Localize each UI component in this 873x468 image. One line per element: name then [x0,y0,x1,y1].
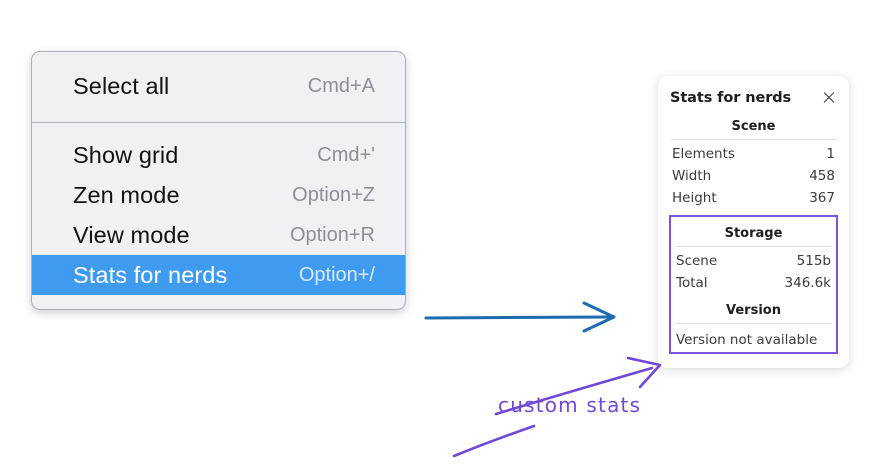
menu-group-2: Show grid Cmd+' Zen mode Option+Z View m… [32,123,405,309]
menu-item-stats-for-nerds[interactable]: Stats for nerds Option+/ [32,255,405,295]
version-text: Version not available [676,332,818,348]
menu-item-zen-mode[interactable]: Zen mode Option+Z [32,175,405,215]
storage-divider [675,246,832,247]
version-section-heading: Version [726,303,781,318]
stat-value: 515b [796,253,831,269]
version-divider [675,323,832,324]
menu-item-label: Zen mode [73,181,180,208]
arrow-right-icon [424,301,616,333]
stat-row: Elements 1 [669,143,838,165]
scene-section-heading: Scene [731,119,776,134]
stat-value: 458 [809,168,835,184]
menu-item-label: Show grid [73,141,179,168]
custom-stats-box: Storage Scene 515b Total 346.6k Version … [669,215,838,354]
stat-row: Height 367 [669,187,838,209]
panel-title: Stats for nerds [670,90,792,106]
stat-key: Height [672,190,717,206]
menu-item-label: View mode [73,221,190,248]
menu-item-show-grid[interactable]: Show grid Cmd+' [32,135,405,175]
stat-key: Width [672,168,712,184]
menu-item-label: Select all [73,72,170,99]
stat-key: Scene [676,253,718,269]
stat-key: Total [676,275,708,291]
stat-key: Elements [672,146,735,162]
stat-row: Scene 515b [673,250,834,272]
menu-group-1: Select all Cmd+A [32,52,405,122]
stats-for-nerds-panel: Stats for nerds Scene Elements 1 Width 4… [658,76,849,368]
menu-item-view-mode[interactable]: View mode Option+R [32,215,405,255]
stat-row: Total 346.6k [673,272,834,294]
close-icon[interactable] [821,90,837,106]
scene-divider [671,139,836,140]
custom-stats-annotation: custom stats [498,393,642,417]
stat-row: Width 458 [669,165,838,187]
menu-item-shortcut: Option+R [289,223,375,246]
stat-value: 346.6k [784,275,831,291]
menu-item-select-all[interactable]: Select all Cmd+A [32,66,405,106]
stat-value: 367 [809,190,835,206]
menu-item-shortcut: Option+/ [298,263,375,286]
menu-separator [32,122,405,123]
context-menu[interactable]: Select all Cmd+A Show grid Cmd+' Zen mod… [31,51,406,310]
panel-header: Stats for nerds [669,88,838,110]
menu-item-shortcut: Cmd+A [307,74,375,97]
storage-section-heading: Storage [724,226,783,241]
menu-item-shortcut: Cmd+' [317,143,375,166]
stat-value: 1 [826,146,835,162]
menu-item-label: Stats for nerds [73,261,228,288]
menu-item-shortcut: Option+Z [292,183,375,206]
